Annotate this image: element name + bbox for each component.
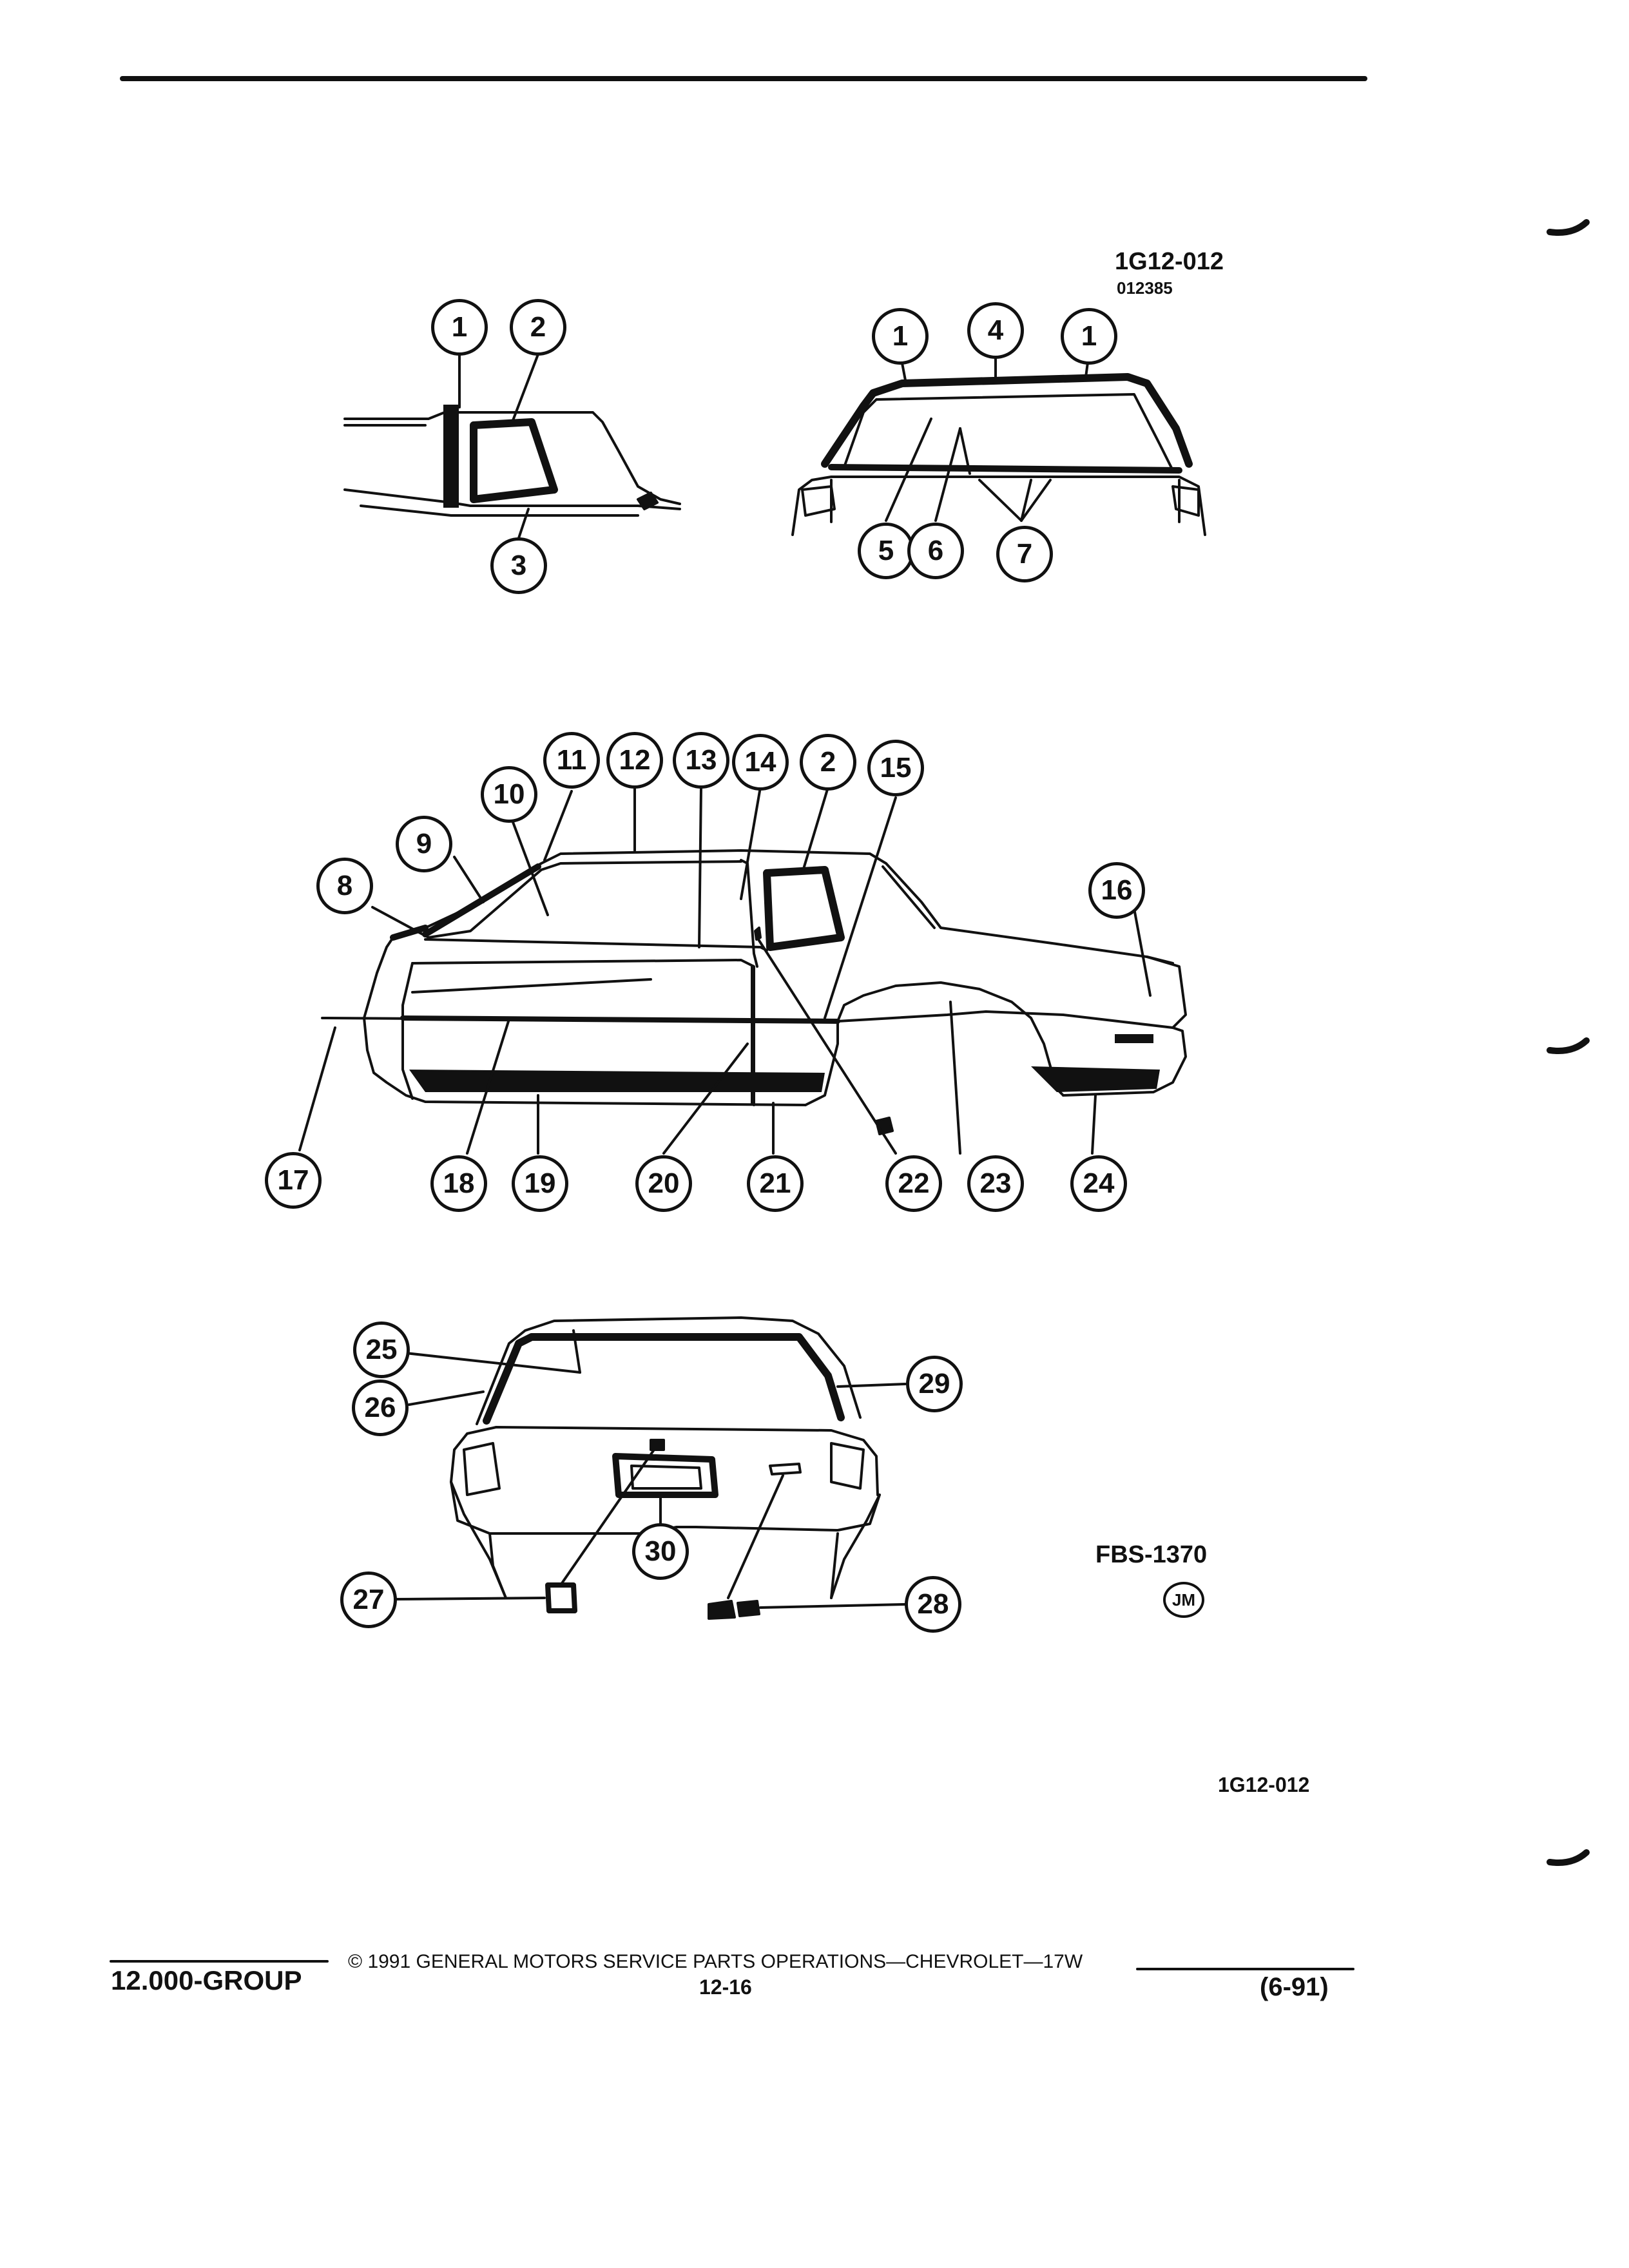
callout-16: 16 xyxy=(1088,862,1145,919)
callout-30: 30 xyxy=(632,1523,689,1580)
callout-1: 1 xyxy=(1061,308,1117,365)
car-rear-view xyxy=(450,1316,881,1620)
callout-15: 15 xyxy=(867,740,924,796)
car-rear-leaders xyxy=(395,1329,907,1609)
callout-27: 27 xyxy=(340,1571,397,1628)
diagram-code: 1G12-012 xyxy=(1115,248,1224,275)
footer-date: (6-91) xyxy=(1260,1973,1329,2001)
callout-22: 22 xyxy=(885,1155,942,1212)
callout-29: 29 xyxy=(906,1356,963,1412)
quarter-window-view xyxy=(343,405,681,517)
callout-2: 2 xyxy=(800,734,856,791)
callout-18: 18 xyxy=(430,1155,487,1212)
quarter-window-leaders xyxy=(458,353,539,539)
callout-2: 2 xyxy=(510,299,566,356)
callout-24: 24 xyxy=(1070,1155,1127,1212)
callout-11: 11 xyxy=(543,732,600,789)
car-side-view xyxy=(321,849,1187,1135)
diagram-code-bottom: 1G12-012 xyxy=(1218,1773,1310,1796)
callout-8: 8 xyxy=(316,858,373,914)
callout-7: 7 xyxy=(996,526,1053,582)
callout-14: 14 xyxy=(732,734,789,791)
diagram-number: 012385 xyxy=(1117,278,1173,298)
footer-copyright: © 1991 GENERAL MOTORS SERVICE PARTS OPER… xyxy=(348,1951,1083,1972)
footer-group: 12.000-GROUP xyxy=(111,1965,302,1995)
figure-code: FBS-1370 xyxy=(1095,1541,1208,1568)
callout-28: 28 xyxy=(905,1576,961,1633)
binding-mark-2 xyxy=(1547,1037,1590,1054)
callout-5: 5 xyxy=(858,523,914,579)
callout-26: 26 xyxy=(352,1379,409,1436)
artist-mark: JM xyxy=(1163,1582,1204,1618)
callout-9: 9 xyxy=(396,816,452,872)
roof-rear-leaders xyxy=(885,352,1090,522)
callout-13: 13 xyxy=(673,732,729,789)
callout-17: 17 xyxy=(265,1152,322,1209)
callout-10: 10 xyxy=(481,766,537,823)
callout-25: 25 xyxy=(353,1321,410,1378)
car-side-leaders xyxy=(298,786,1152,1155)
callout-19: 19 xyxy=(512,1155,568,1212)
callout-4: 4 xyxy=(967,302,1024,359)
callout-20: 20 xyxy=(635,1155,692,1212)
callout-21: 21 xyxy=(747,1155,804,1212)
callout-3: 3 xyxy=(490,537,547,594)
callout-23: 23 xyxy=(967,1155,1024,1212)
footer-page-number: 12-16 xyxy=(699,1975,752,1999)
callout-12: 12 xyxy=(606,732,663,789)
callout-6: 6 xyxy=(907,523,964,579)
binding-mark-1 xyxy=(1547,219,1590,236)
callout-1: 1 xyxy=(431,299,488,356)
binding-mark-3 xyxy=(1547,1849,1590,1866)
callout-1: 1 xyxy=(872,308,929,365)
roof-rear-view xyxy=(791,373,1206,536)
